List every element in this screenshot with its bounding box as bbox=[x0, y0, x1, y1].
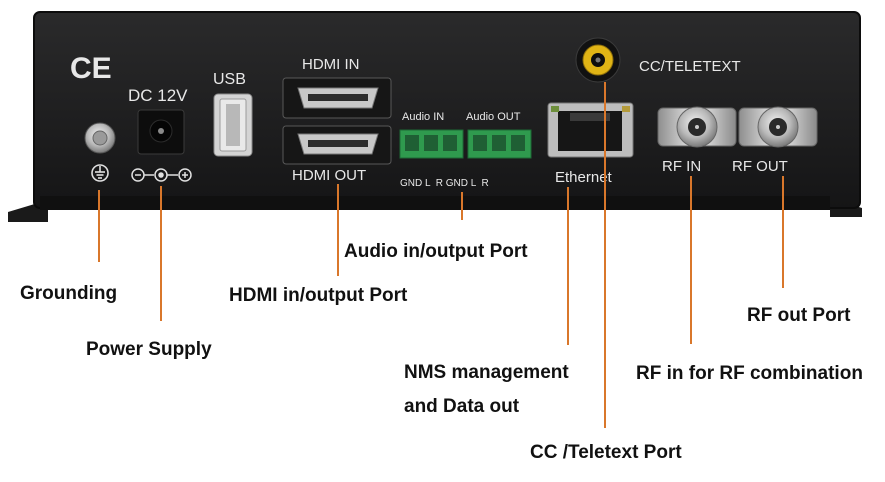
hdmi-out-port bbox=[282, 125, 392, 165]
power-supply-leader-line bbox=[160, 186, 162, 321]
dc-polarity-icon bbox=[131, 168, 192, 182]
audio-pin-labels: GND L R GND L R bbox=[400, 178, 489, 189]
rf-in-label: RF IN bbox=[662, 158, 701, 175]
grounding-screw-icon bbox=[84, 122, 116, 154]
audio-out-label: Audio OUT bbox=[466, 111, 521, 123]
rf-out-leader-line bbox=[782, 176, 784, 288]
cc-teletext-leader-line bbox=[604, 82, 606, 428]
grounding-callout: Grounding bbox=[20, 283, 118, 304]
nms-callout-line2: and Data out bbox=[404, 396, 520, 417]
cc-teletext-label: CC/TELETEXT bbox=[639, 58, 741, 75]
cc-teletext-port-callout: CC /Teletext Port bbox=[530, 442, 682, 463]
audio-port-callout: Audio in/output Port bbox=[344, 241, 528, 262]
rf-in-port-callout: RF in for RF combination bbox=[636, 363, 863, 384]
earth-ground-icon bbox=[91, 164, 109, 182]
audio-leader-line bbox=[461, 192, 463, 220]
device-bottom-edge bbox=[40, 196, 830, 210]
rf-in-connector bbox=[657, 106, 737, 148]
rf-out-label: RF OUT bbox=[732, 158, 788, 175]
rf-in-leader-line bbox=[690, 176, 692, 344]
dc-power-jack bbox=[137, 109, 185, 155]
audio-out-terminal bbox=[467, 129, 532, 159]
hdmi-port-callout: HDMI in/output Port bbox=[229, 285, 408, 306]
nms-leader-line bbox=[567, 187, 569, 345]
rf-out-port-callout: RF out Port bbox=[747, 305, 851, 326]
ethernet-label: Ethernet bbox=[555, 169, 613, 186]
hdmi-out-label: HDMI OUT bbox=[292, 167, 366, 184]
ethernet-port bbox=[547, 102, 634, 158]
dc-12v-label: DC 12V bbox=[128, 86, 188, 105]
nms-callout-line1: NMS management bbox=[404, 362, 569, 383]
audio-in-terminal bbox=[399, 129, 464, 159]
power-supply-callout: Power Supply bbox=[86, 339, 212, 360]
usb-label: USB bbox=[213, 71, 246, 88]
ce-mark: CE bbox=[70, 52, 112, 85]
rf-out-connector bbox=[738, 106, 818, 148]
hdmi-leader-line bbox=[337, 184, 339, 276]
grounding-leader-line bbox=[98, 190, 100, 262]
usb-port bbox=[213, 93, 253, 157]
hdmi-in-port bbox=[282, 77, 392, 119]
cc-teletext-rca-jack bbox=[575, 37, 621, 83]
audio-in-label: Audio IN bbox=[402, 111, 444, 123]
hdmi-in-label: HDMI IN bbox=[302, 56, 360, 73]
